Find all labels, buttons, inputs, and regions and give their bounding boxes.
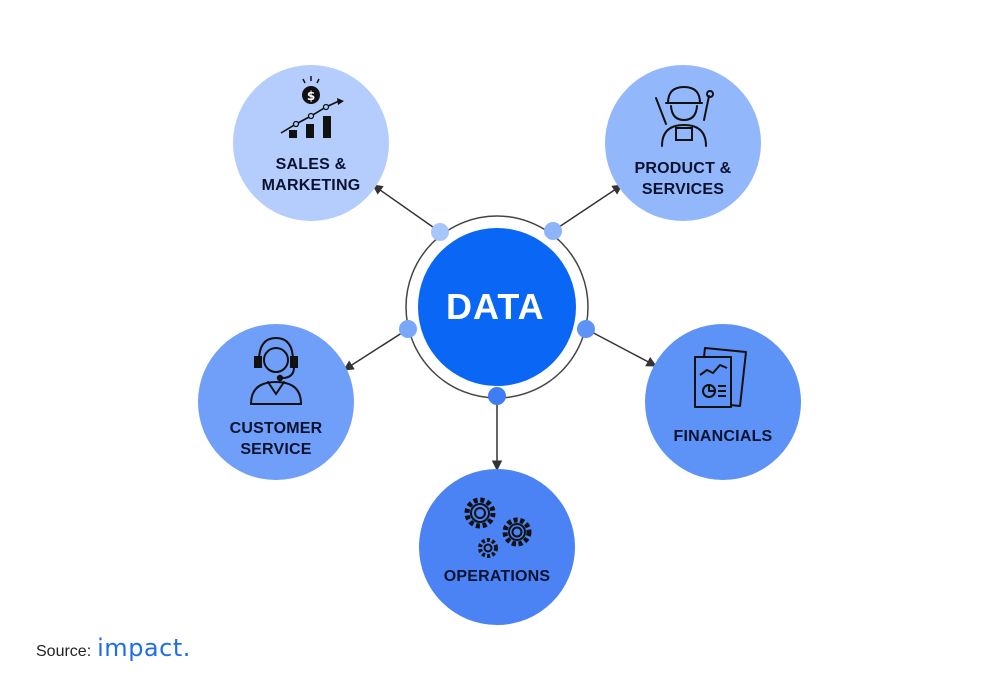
- source-credit: Source: impact.: [36, 634, 191, 662]
- connector-dot-financials: [577, 320, 595, 338]
- customer-label-line1: CUSTOMER: [229, 420, 323, 437]
- svg-text:$: $: [307, 89, 315, 103]
- customer-service-label: CUSTOMER SERVICE: [216, 418, 336, 460]
- gears-icon: [464, 497, 532, 558]
- connector-dot-operations: [488, 387, 506, 405]
- financials-label-line1: FINANCIALS: [673, 428, 773, 445]
- connector-dot-sales: [431, 223, 449, 241]
- center-label: DATA: [446, 286, 545, 327]
- operations-label: OPERATIONS: [432, 566, 562, 587]
- technician-icon: [655, 85, 714, 147]
- connector-product: [552, 184, 623, 232]
- impact-logo: impact.: [97, 634, 191, 662]
- source-prefix: Source:: [36, 643, 92, 660]
- sales-label-line1: SALES &: [275, 156, 347, 173]
- node-sales-marketing: [233, 65, 389, 221]
- financial-report-icon: [694, 347, 747, 408]
- connector-dot-product: [544, 222, 562, 240]
- customer-label-line2: SERVICE: [240, 441, 312, 458]
- sales-marketing-label: SALES & MARKETING: [251, 154, 371, 196]
- connector-financials: [585, 328, 657, 367]
- center-hub: [418, 228, 576, 386]
- connector-sales: [372, 184, 441, 233]
- headset-agent-icon: [249, 336, 303, 405]
- operations-label-line1: OPERATIONS: [443, 568, 551, 585]
- node-customer-service: [198, 324, 354, 480]
- sales-growth-icon: $: [280, 76, 344, 138]
- product-label-line2: SERVICES: [641, 181, 725, 198]
- financials-label: FINANCIALS: [663, 426, 783, 447]
- product-services-label: PRODUCT & SERVICES: [622, 158, 744, 200]
- node-product-services: [605, 65, 761, 221]
- sales-label-line2: MARKETING: [261, 177, 361, 194]
- product-label-line1: PRODUCT &: [634, 160, 732, 177]
- connector-customer: [343, 328, 409, 371]
- connector-dot-customer: [399, 320, 417, 338]
